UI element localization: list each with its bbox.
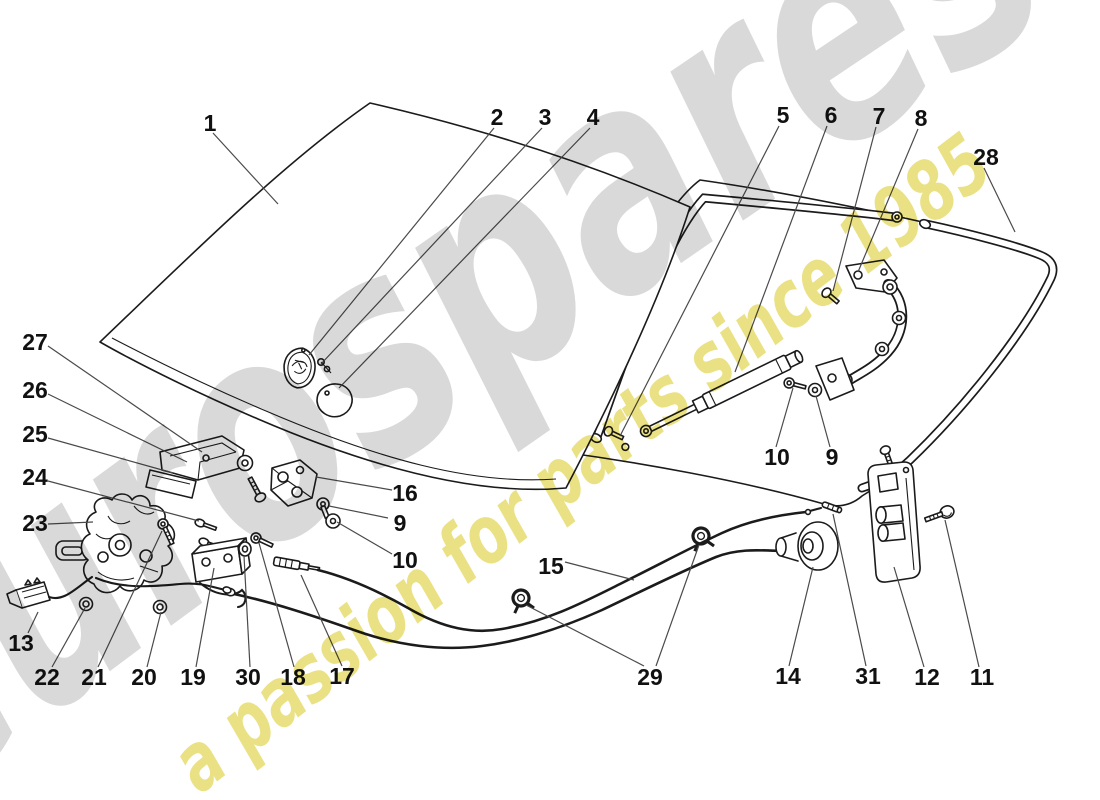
- part-label-8: 8: [915, 105, 928, 131]
- part-label-24: 24: [22, 464, 48, 490]
- part-label-7: 7: [873, 103, 886, 129]
- leader-line-13: [27, 611, 39, 634]
- leader-line-21: [97, 530, 163, 668]
- leader-line-28: [983, 167, 1016, 233]
- part-label-17: 17: [329, 663, 355, 689]
- part-label-5: 5: [777, 102, 790, 128]
- bonnet-panel: [99, 102, 691, 491]
- badge-fasteners: [316, 357, 332, 374]
- part-label-31: 31: [855, 663, 881, 689]
- part-label-29: 29: [637, 664, 663, 690]
- leader-line-18: [258, 542, 295, 668]
- leader-line-1: [212, 132, 279, 205]
- leader-line-10: [336, 521, 393, 555]
- latch-link: [316, 497, 341, 529]
- leader-line-4: [338, 127, 591, 389]
- cable-clip: [511, 588, 535, 614]
- leader-line-31: [832, 513, 867, 667]
- part-label-2: 2: [491, 104, 504, 130]
- part-label-20: 20: [131, 664, 157, 690]
- release-bracket-plate: [867, 445, 921, 583]
- part-label-19: 19: [180, 664, 206, 690]
- strut-mount-bolt: [603, 425, 630, 452]
- leader-line-26: [47, 393, 188, 463]
- leader-line-15: [564, 561, 635, 581]
- part-label-3: 3: [539, 104, 552, 130]
- leader-line-9: [328, 505, 389, 519]
- cable-adjuster: [272, 556, 321, 572]
- release-cables: [94, 506, 823, 650]
- latch-bolt: [157, 518, 175, 546]
- leader-line-27: [47, 345, 203, 453]
- cable-clip: [691, 526, 715, 552]
- part-label-1: 1: [204, 110, 217, 136]
- bonnet-microswitch: [6, 575, 94, 609]
- part-label-30: 30: [235, 664, 261, 690]
- leader-line-6: [734, 125, 828, 373]
- part-label-9: 9: [826, 444, 839, 470]
- buffer-nut: [78, 596, 168, 615]
- leader-line-19: [195, 567, 215, 668]
- part-label-16: 16: [392, 480, 418, 506]
- leader-line-20: [146, 611, 162, 668]
- part-label-10: 10: [392, 547, 418, 573]
- hinge-screw: [783, 377, 807, 390]
- leader-line-3: [320, 127, 543, 365]
- leader-line-16: [315, 476, 393, 491]
- leader-line-25: [47, 437, 174, 474]
- bonnet-latch: [55, 493, 176, 594]
- leader-line-2: [308, 127, 495, 356]
- part-label-12: 12: [914, 664, 940, 690]
- leader-line-11: [944, 519, 980, 668]
- leader-line-22: [51, 607, 86, 668]
- part-label-15: 15: [538, 553, 564, 579]
- hinge-plate-bolt: [247, 476, 267, 503]
- bonnet-badge: [283, 347, 316, 389]
- part-label-13: 13: [8, 630, 34, 656]
- part-label-18: 18: [280, 664, 306, 690]
- part-label-21: 21: [81, 664, 107, 690]
- part-label-22: 22: [34, 664, 60, 690]
- leader-line-29: [655, 544, 700, 667]
- part-label-6: 6: [825, 102, 838, 128]
- part-label-23: 23: [22, 510, 48, 536]
- part-label-28: 28: [973, 144, 999, 170]
- part-label-11: 11: [970, 664, 995, 690]
- part-label-10: 10: [764, 444, 790, 470]
- leader-line-24: [47, 480, 200, 522]
- part-label-4: 4: [587, 104, 600, 130]
- leader-line-17: [300, 574, 343, 667]
- leader-line-23: [47, 521, 94, 525]
- release-pin: [821, 501, 843, 514]
- part-label-27: 27: [22, 329, 48, 355]
- hinge-bolt: [821, 287, 840, 305]
- leader-line-8: [857, 128, 919, 273]
- badge-underlay-pad: [316, 383, 353, 418]
- part-label-14: 14: [775, 663, 801, 689]
- gas-strut: [639, 349, 804, 438]
- part-label-25: 25: [22, 421, 48, 447]
- part-label-9: 9: [394, 510, 407, 536]
- bonnet-hinge-assembly: [783, 259, 908, 401]
- leader-line-9: [815, 395, 831, 448]
- plate-screw: [923, 505, 955, 523]
- leader-line-14: [788, 566, 814, 667]
- release-grommet: [775, 521, 839, 571]
- leader-line-7: [832, 126, 877, 292]
- leader-line-10: [775, 387, 794, 448]
- body-hinge-bracket: [270, 459, 318, 507]
- part-label-26: 26: [22, 377, 48, 403]
- leader-line-29: [525, 604, 645, 667]
- leader-line-30: [243, 555, 251, 668]
- leader-line-5: [619, 125, 780, 437]
- leader-line-12: [893, 566, 925, 668]
- cable-bolt: [250, 532, 274, 548]
- bonnet-hinge-plate: [145, 435, 267, 503]
